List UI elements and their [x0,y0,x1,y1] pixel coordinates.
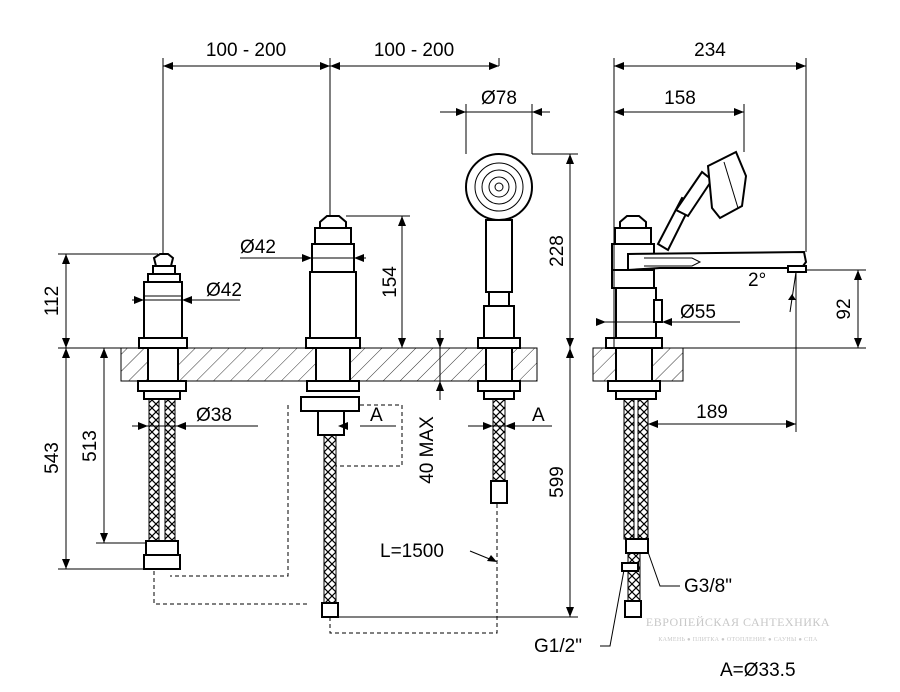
label-dia-bottom: Ø38 [196,405,232,426]
label-width-left: 100 - 200 [206,40,286,61]
label-handshower-dia: Ø78 [481,88,517,109]
label-below-deck-inner: 513 [80,430,101,462]
watermark-subtitle: КАМЕНЬ ● ПЛИТКА ● ОТОПЛЕНИЕ ● САУНЫ ● СП… [658,637,818,643]
label-thread-small: G3/8" [684,576,732,597]
label-spout-reach: 189 [696,402,728,423]
watermark-title: ЕВРОПЕЙСКАЯ САНТЕХНИКА [646,615,830,629]
label-dia-mid-handle: Ø42 [240,237,276,258]
dimension-lines [58,58,866,647]
label-dia-left-handle: Ø42 [206,280,242,301]
label-height-spout: 92 [834,298,855,319]
middle-valve [300,215,361,618]
label-thread-large: G1/2" [534,636,582,657]
label-hose-length: L=1500 [380,541,444,562]
label-below-deck-outer: 543 [42,442,63,474]
hand-shower [465,153,533,504]
label-a-mid: A [370,405,383,426]
dimension-labels: 100 - 200 100 - 200 Ø78 234 158 112 Ø42 … [42,40,855,681]
label-dia-spout-base: Ø55 [680,302,716,323]
side-view-mixer [605,150,808,618]
label-spout-width: 158 [664,88,696,109]
left-valve [137,253,188,570]
label-below-deck-right: 599 [547,466,568,498]
label-height-mid: 154 [380,266,401,298]
label-height-left: 112 [42,286,63,316]
label-height-handshower: 228 [547,235,568,267]
label-a-right: A [532,405,545,426]
label-total-width: 234 [694,40,726,61]
label-max-deck: 40 MAX [417,416,438,484]
label-angle: 2° [748,270,766,291]
connection-lines [153,404,498,634]
label-width-middle: 100 - 200 [374,40,454,61]
label-note-a: A=Ø33.5 [720,660,796,681]
watermark: ЕВРОПЕЙСКАЯ САНТЕХНИКА КАМЕНЬ ● ПЛИТКА ●… [646,615,830,643]
